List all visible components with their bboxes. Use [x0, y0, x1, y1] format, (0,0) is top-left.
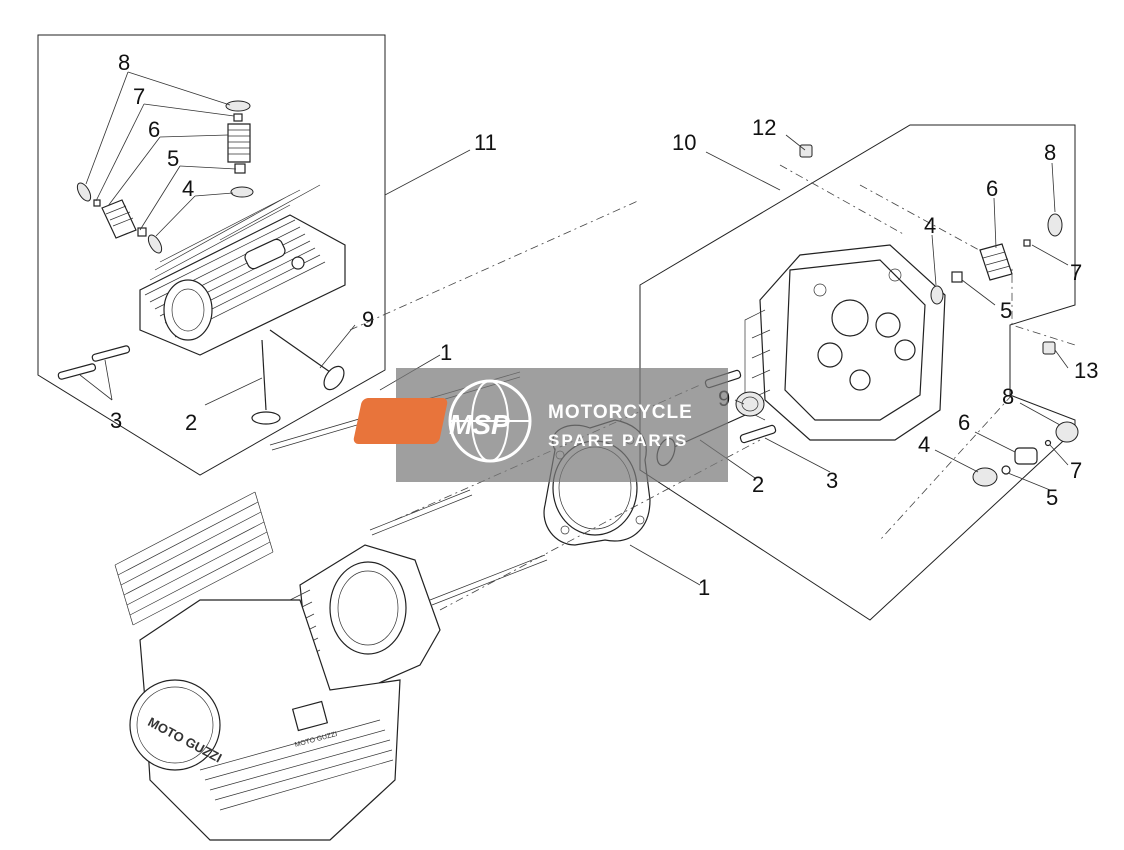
right-cylinder-head-group: 10 12 8 6 4 5 7 13 9 2 3 8 6 4 7 5 [639, 115, 1098, 621]
callout-1-bottom: 1 [698, 575, 710, 600]
plug-13 [1042, 341, 1056, 355]
callout-5-right-top: 5 [1000, 298, 1012, 323]
engine-crankcase [129, 599, 401, 841]
callout-7-right-bottom: 7 [1070, 458, 1082, 483]
callout-7-right-top: 7 [1070, 260, 1082, 285]
left-cylinder-head [139, 184, 346, 356]
callout-8-right-top: 8 [1044, 140, 1056, 165]
right-assembly-frame [639, 124, 1076, 621]
right-valve-stack-bottom [972, 421, 1079, 487]
callout-4-left: 4 [182, 176, 194, 201]
engine-block: MOTO GUZZI MOTO GUZZI [114, 489, 548, 841]
callout-11: 11 [474, 130, 497, 155]
right-cylinder-head [744, 244, 946, 441]
watermark-logo-text: MSP [449, 409, 510, 440]
plug-12 [799, 144, 813, 158]
watermark-logo-badge [353, 398, 448, 444]
left-valve-stack-top [225, 100, 254, 198]
msp-watermark: MSP MOTORCYCLE SPARE PARTS [353, 368, 728, 482]
callout-4-right-bottom: 4 [918, 432, 930, 457]
right-valve-stack-top [930, 213, 1063, 305]
callout-8-left: 8 [118, 50, 130, 75]
callout-6-left: 6 [148, 117, 160, 142]
callout-12: 12 [752, 115, 776, 140]
callout-6-right-top: 6 [986, 176, 998, 201]
callout-2-right: 2 [752, 472, 764, 497]
callout-4-right-top: 4 [924, 213, 936, 238]
watermark-line2: SPARE PARTS [548, 431, 688, 450]
callout-6-right-bottom: 6 [958, 410, 970, 435]
left-valve-guides-3 [57, 345, 131, 380]
left-leader-lines [79, 71, 471, 406]
callout-5-right-bottom: 5 [1046, 485, 1058, 510]
callout-9-left: 9 [362, 307, 374, 332]
callout-10: 10 [672, 130, 696, 155]
callout-13: 13 [1074, 358, 1098, 383]
engine-right-cylinder [269, 544, 441, 701]
callout-7-left: 7 [133, 84, 145, 109]
callout-8-right-bottom: 8 [1002, 384, 1014, 409]
callout-3-left: 3 [110, 408, 122, 433]
right-valve-9-seat [735, 391, 765, 417]
callout-2-left: 2 [185, 410, 197, 435]
left-valve-stack-side [76, 182, 163, 254]
engine-left-cylinder-fins [114, 491, 274, 626]
left-cylinder-head-group: 8 7 6 5 4 9 3 2 11 [37, 34, 497, 476]
left-assembly-frame [37, 34, 386, 476]
watermark-line1: MOTORCYCLE [548, 402, 693, 423]
callout-3-right: 3 [826, 468, 838, 493]
watermark-background [396, 368, 728, 482]
callout-5-left: 5 [167, 146, 179, 171]
callout-1-top: 1 [440, 340, 452, 365]
left-valve-9 [269, 329, 345, 391]
left-valve-2 [251, 339, 281, 425]
